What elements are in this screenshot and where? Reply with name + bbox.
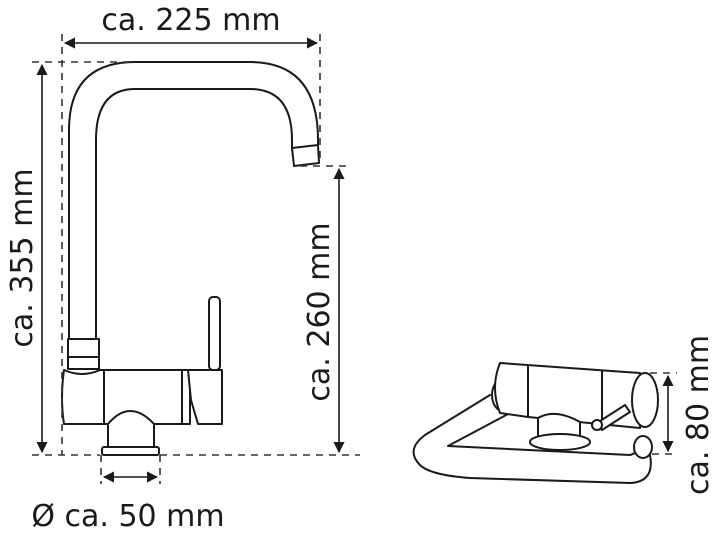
dimension-spout-height: ca. 260 mm: [300, 165, 350, 454]
folded-height-label: ca. 80 mm: [681, 335, 716, 495]
dimension-base-diameter: Ø ca. 50 mm: [31, 455, 225, 534]
height-label: ca. 355 mm: [5, 168, 40, 347]
dimension-folded-height: ca. 80 mm: [650, 335, 716, 495]
width-label: ca. 225 mm: [101, 3, 280, 38]
faucet-side-view: [61, 61, 320, 456]
faucet-folded-view: [412, 362, 659, 484]
dimension-width: ca. 225 mm: [61, 3, 321, 455]
spout-height-label: ca. 260 mm: [302, 222, 337, 401]
base-diameter-label: Ø ca. 50 mm: [31, 499, 224, 534]
dimension-height: ca. 355 mm: [5, 61, 360, 456]
